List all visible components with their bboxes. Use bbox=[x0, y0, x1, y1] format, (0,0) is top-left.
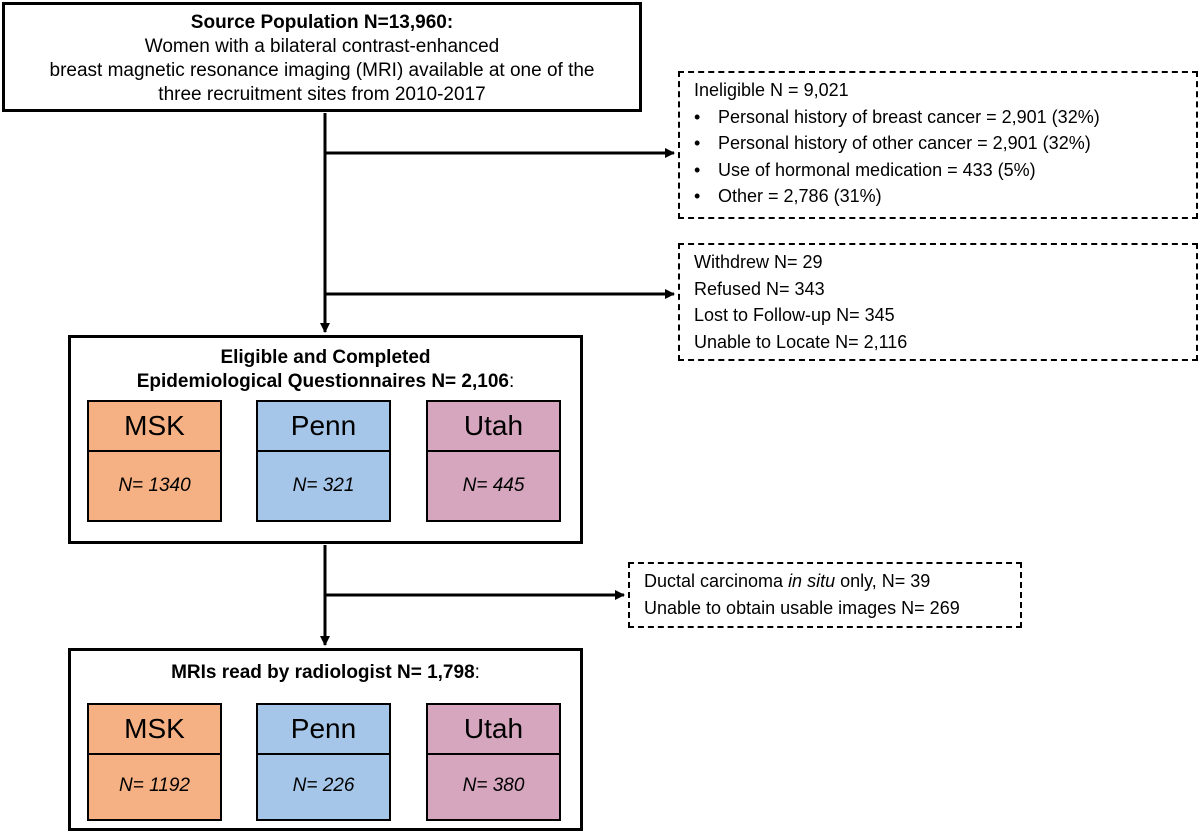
mri-site-penn: Penn N= 226 bbox=[256, 703, 391, 821]
site-name: Penn bbox=[258, 402, 389, 452]
ineligible-item: Personal history of breast cancer = 2,90… bbox=[694, 104, 1196, 131]
source-population-title: Source Population N=13,960: bbox=[190, 12, 454, 33]
site-count: N= 226 bbox=[292, 775, 355, 796]
site-count: N= 1192 bbox=[119, 775, 190, 796]
dcis-line1: Ductal carcinoma in situ only, N= 39 bbox=[644, 571, 931, 591]
mri-site-utah: Utah N= 380 bbox=[426, 703, 561, 821]
ineligible-title: Ineligible N = 9,021 bbox=[694, 80, 849, 100]
site-count: N= 1340 bbox=[118, 475, 191, 496]
site-count: N= 445 bbox=[462, 475, 525, 496]
mri-box: MRIs read by radiologist N= 1,798: MSK N… bbox=[68, 648, 583, 831]
ineligible-item: Use of hormonal medication = 433 (5%) bbox=[694, 157, 1196, 184]
dcis-box: Ductal carcinoma in situ only, N= 39 Una… bbox=[628, 562, 1022, 628]
eligible-site-penn: Penn N= 321 bbox=[256, 400, 391, 522]
site-name: Penn bbox=[258, 705, 389, 755]
eligible-title-line2: Epidemiological Questionnaires N= 2,106 bbox=[136, 371, 509, 392]
excluded-line: Withdrew N= 29 bbox=[694, 252, 823, 272]
site-name: Utah bbox=[428, 705, 559, 755]
site-name: MSK bbox=[89, 705, 220, 755]
excluded-line: Lost to Follow-up N= 345 bbox=[694, 305, 895, 325]
source-population-line: three recruitment sites from 2010-2017 bbox=[158, 84, 486, 105]
dcis-line2: Unable to obtain usable images N= 269 bbox=[644, 597, 960, 618]
eligible-box: Eligible and Completed Epidemiological Q… bbox=[68, 335, 583, 544]
ineligible-list: Personal history of breast cancer = 2,90… bbox=[694, 104, 1196, 210]
eligible-title-line1: Eligible and Completed bbox=[220, 347, 431, 368]
ineligible-item: Other = 2,786 (31%) bbox=[694, 183, 1196, 210]
ineligible-item: Personal history of other cancer = 2,901… bbox=[694, 130, 1196, 157]
mri-site-msk: MSK N= 1192 bbox=[87, 703, 222, 821]
eligible-title-suffix: : bbox=[508, 371, 515, 392]
source-population-box: Source Population N=13,960: Women with a… bbox=[2, 2, 642, 112]
site-name: MSK bbox=[89, 402, 220, 452]
eligible-site-msk: MSK N= 1340 bbox=[87, 400, 222, 522]
excluded-line: Unable to Locate N= 2,116 bbox=[694, 331, 908, 352]
excluded-box: Withdrew N= 29 Refused N= 343 Lost to Fo… bbox=[678, 243, 1198, 361]
ineligible-box: Ineligible N = 9,021 Personal history of… bbox=[678, 71, 1198, 219]
site-name: Utah bbox=[428, 402, 559, 452]
site-count: N= 380 bbox=[462, 775, 525, 796]
mri-title-suffix: : bbox=[474, 662, 480, 683]
source-population-line: breast magnetic resonance imaging (MRI) … bbox=[49, 60, 595, 81]
eligible-site-utah: Utah N= 445 bbox=[426, 400, 561, 522]
excluded-line: Refused N= 343 bbox=[694, 278, 825, 299]
source-population-line: Women with a bilateral contrast-enhanced bbox=[144, 36, 500, 57]
site-count: N= 321 bbox=[292, 475, 355, 496]
mri-title: MRIs read by radiologist N= 1,798 bbox=[171, 662, 475, 683]
